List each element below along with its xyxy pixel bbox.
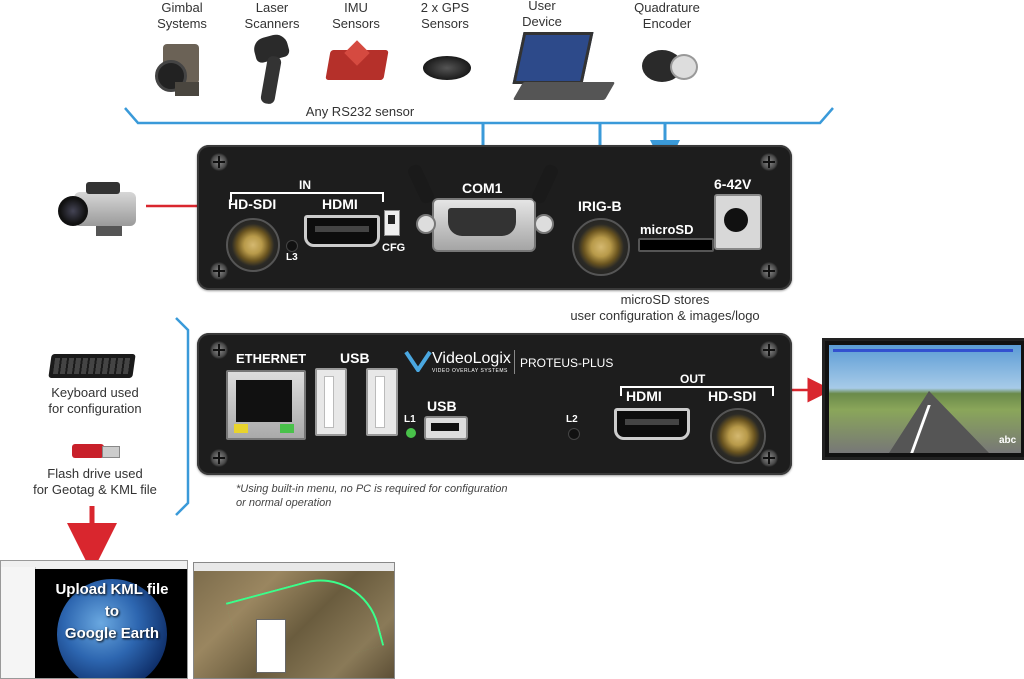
irigb-label: IRIG-B (578, 198, 622, 214)
laser-scanner-icon (250, 32, 294, 106)
usb-port-1[interactable] (315, 368, 347, 436)
sensor-label-gps: 2 x GPS Sensors (420, 0, 470, 31)
sensor-label-laser: Laser Scanners (244, 0, 300, 31)
camcorder-icon (56, 182, 144, 240)
earth-view: Upload KML file to Google Earth (35, 569, 187, 678)
sensor-label-gimbal: Gimbal Systems (157, 0, 207, 31)
brand-subtitle: VIDEO OVERLAY SYSTEMS (432, 368, 508, 374)
encoder-icon (640, 44, 698, 88)
screw-icon (760, 449, 778, 467)
rs232-label: Any RS232 sensor (305, 104, 415, 119)
power-label: 6-42V (714, 176, 752, 192)
videologix-logo-icon (404, 350, 432, 372)
screw-icon (760, 262, 778, 280)
google-earth-screenshot: Upload KML file to Google Earth (0, 560, 188, 679)
l2-led (568, 428, 580, 440)
in-bracket (230, 192, 384, 202)
road-scene (829, 345, 1021, 453)
usb-port-2[interactable] (366, 368, 398, 436)
cfg-switch[interactable] (384, 210, 400, 236)
keyboard-icon (48, 354, 136, 378)
track-path (225, 566, 385, 678)
screw-icon (760, 153, 778, 171)
l2-label: L2 (566, 414, 578, 425)
overlay-text: abc (999, 435, 1017, 446)
screw-icon (210, 262, 228, 280)
screw-icon (210, 341, 228, 359)
hdmi-out-label: HDMI (626, 388, 662, 404)
l3-led (286, 240, 298, 252)
keyboard-label: Keyboard used for configuration (48, 385, 142, 416)
out-label: OUT (680, 372, 706, 386)
l1-label: L1 (404, 414, 416, 425)
usb-small-label: USB (427, 398, 457, 414)
hdsdi-in-label: HD-SDI (228, 196, 277, 212)
screw-icon (210, 449, 228, 467)
com1-db9-port[interactable] (432, 198, 536, 252)
rs232-bus-line (124, 107, 834, 125)
hdmi-in-label: HDMI (322, 196, 358, 212)
irigb-connector[interactable] (572, 218, 630, 276)
screw-icon (760, 341, 778, 359)
com1-label: COM1 (462, 180, 503, 196)
imu-icon (325, 40, 389, 80)
microsd-note: microSD stores user configuration & imag… (570, 292, 760, 323)
sensor-label-encoder: Quadrature Encoder (634, 0, 700, 31)
gimbal-icon (155, 42, 207, 98)
l3-label: L3 (286, 252, 298, 263)
gps-icon (423, 52, 473, 82)
peripherals-bracket (175, 317, 190, 516)
com1-screw-right (534, 214, 554, 234)
usb-label-top: USB (340, 350, 370, 366)
ethernet-port[interactable] (226, 370, 306, 440)
info-popup (256, 619, 286, 673)
hdsdi-out-label: HD-SDI (708, 388, 757, 404)
laptop-icon (512, 32, 616, 104)
com1-screw-left (416, 214, 436, 234)
brand-name: VideoLogix (432, 350, 511, 367)
globe-icon (57, 579, 167, 678)
terrain-map-screenshot (193, 562, 395, 679)
microsd-label: microSD (640, 222, 694, 237)
flash-drive-label: Flash drive used for Geotag & KML file (33, 466, 157, 497)
out-bracket (620, 386, 774, 396)
microsd-slot[interactable] (638, 238, 714, 252)
ethernet-label: ETHERNET (236, 351, 307, 366)
cfg-label: CFG (382, 242, 406, 254)
hdsdi-input-connector[interactable] (226, 218, 280, 272)
earth-sidebar (1, 567, 36, 678)
video-monitor: abc (822, 338, 1024, 460)
mini-usb-port[interactable] (424, 416, 468, 440)
product-name: PROTEUS-PLUS (520, 356, 614, 370)
flash-drive-icon (72, 444, 120, 458)
screw-icon (210, 153, 228, 171)
sensor-label-imu: IMU Sensors (332, 0, 380, 31)
footnote: *Using built-in menu, no PC is required … (236, 483, 508, 509)
hdmi-output-port[interactable] (614, 408, 690, 440)
power-jack[interactable] (714, 194, 762, 250)
l1-led (406, 428, 416, 438)
sensor-label-user-device: User Device (522, 0, 562, 29)
brand-divider (514, 350, 515, 374)
hdsdi-output-connector[interactable] (710, 408, 766, 464)
hdmi-input-port[interactable] (304, 215, 380, 247)
in-label: IN (299, 178, 311, 192)
earth-upload-text: Upload KML file to Google Earth (55, 581, 169, 642)
